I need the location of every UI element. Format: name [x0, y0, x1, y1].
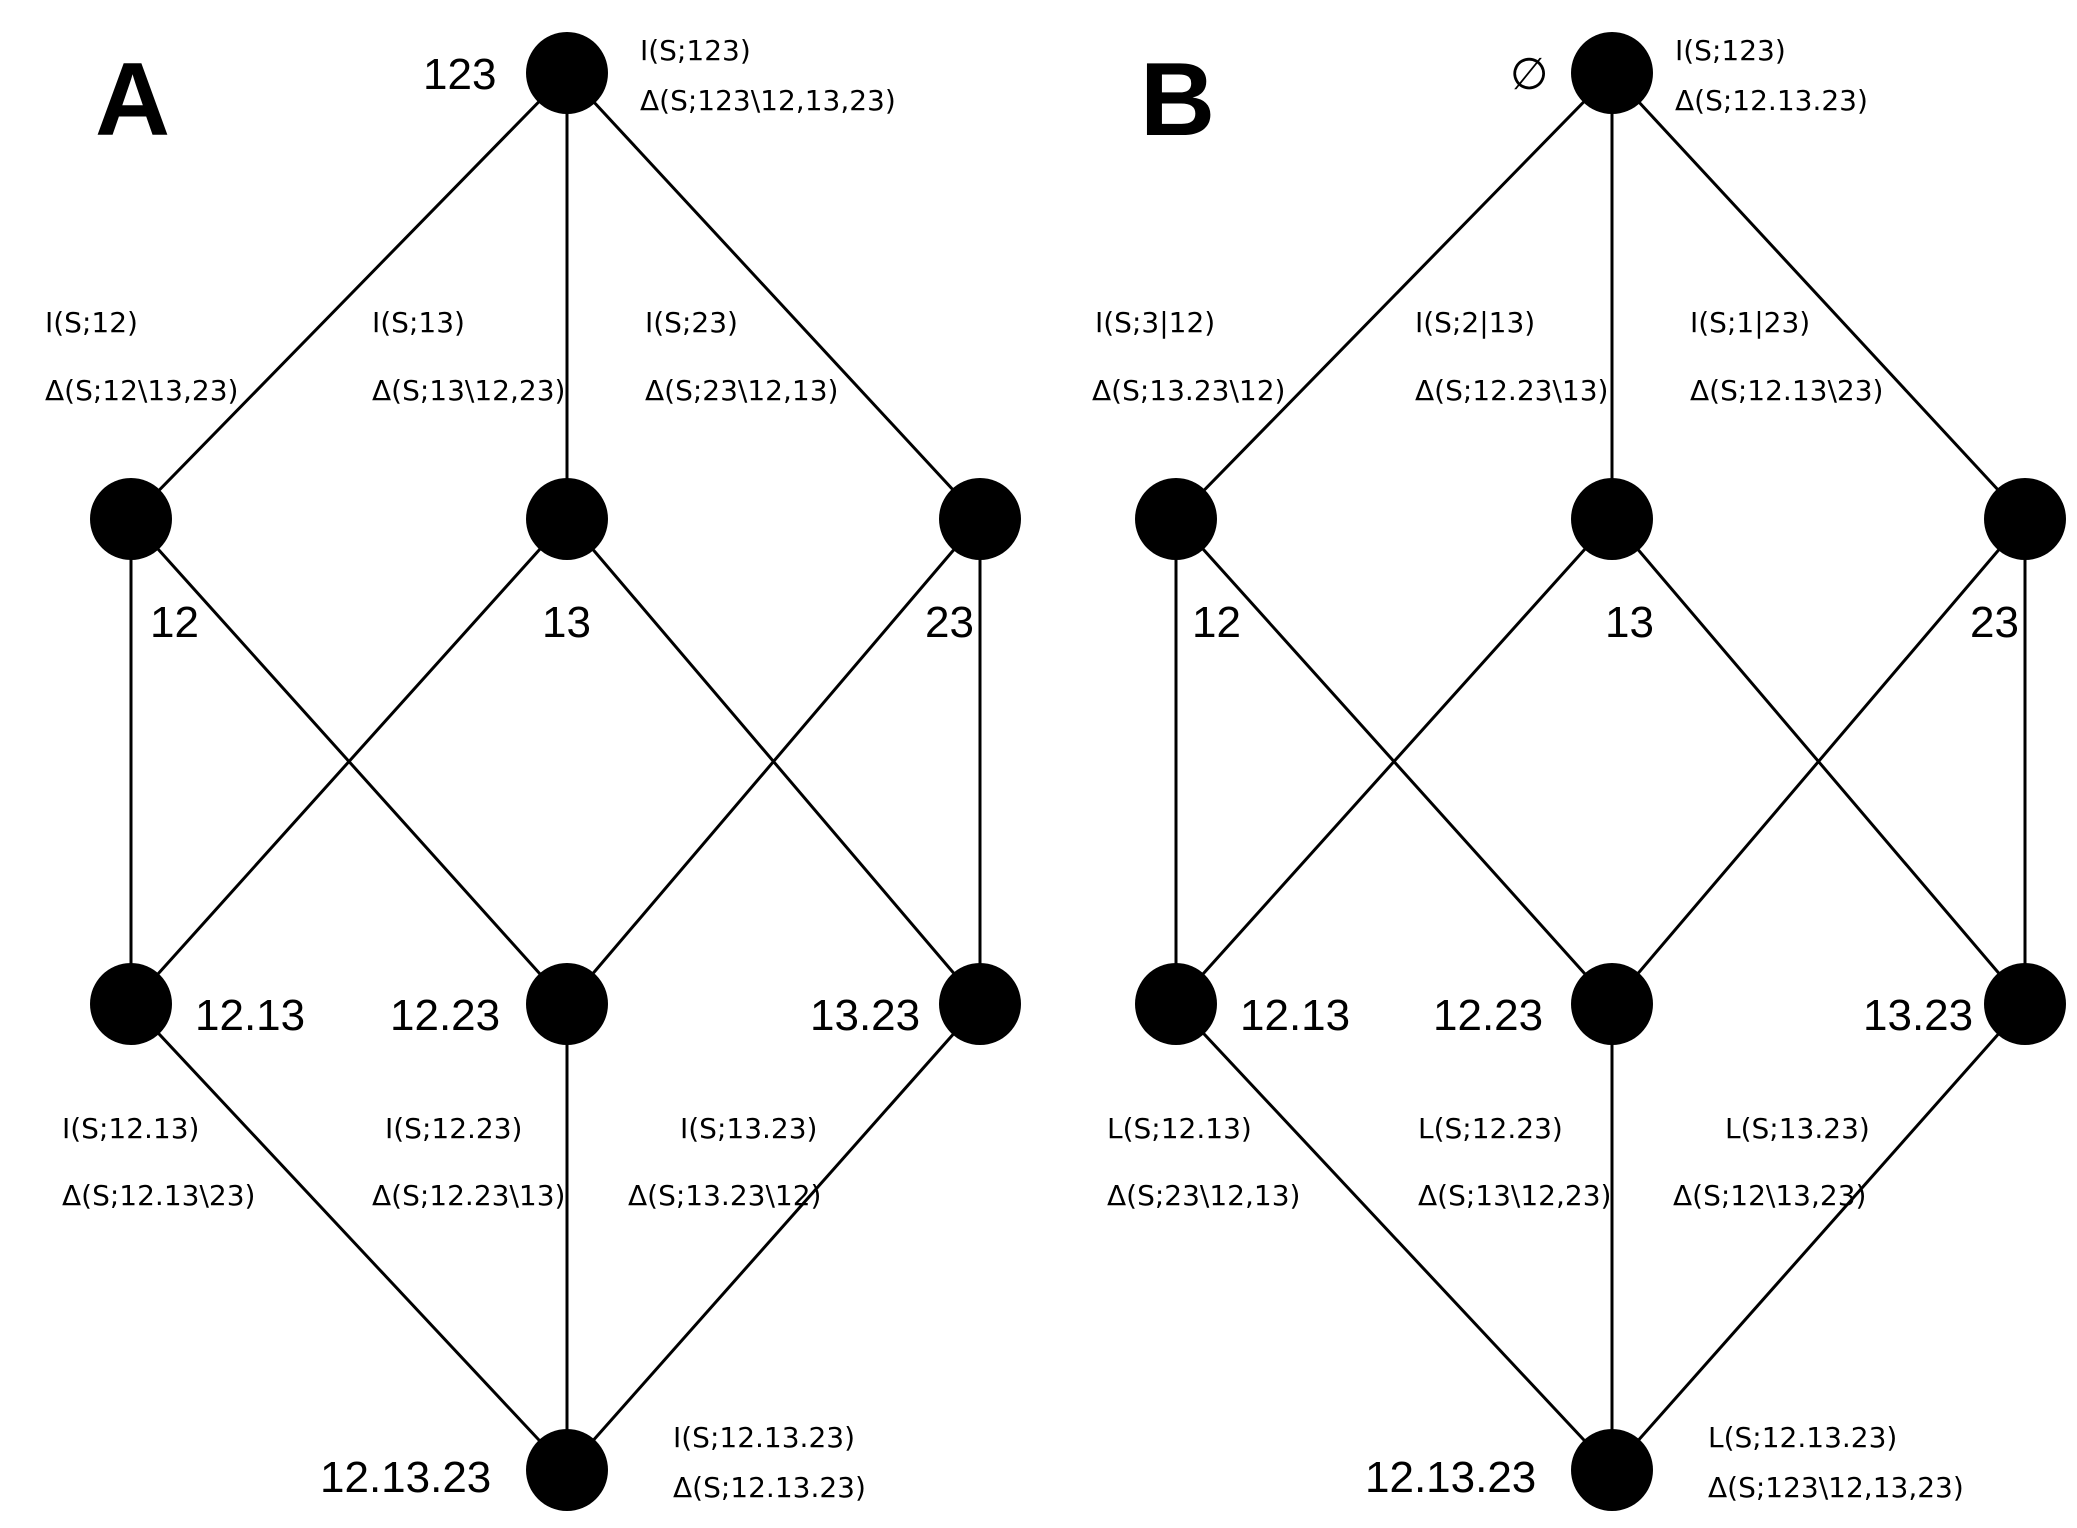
panel-a-nodes	[90, 32, 1021, 1511]
node-label-b-top: ∅	[1510, 50, 1548, 99]
ann-b-e1323-1: L(S;13.23)	[1725, 1112, 1870, 1145]
edge-a-1213-bottom	[129, 1002, 569, 1472]
ann-a-e1323-2: Δ(S;13.23\12)	[628, 1179, 821, 1212]
node-a-1323	[939, 963, 1021, 1045]
panel-a-edges	[129, 71, 982, 1472]
ann-b-e12-2: Δ(S;13.23\12)	[1092, 374, 1285, 407]
node-label-a-1223: 12.23	[390, 991, 500, 1040]
ann-a-top-1: I(S;123)	[640, 34, 751, 67]
ann-a-e1213-2: Δ(S;12.13\23)	[62, 1179, 255, 1212]
ann-a-e23-1: I(S;23)	[645, 306, 738, 339]
node-a-1223	[526, 963, 608, 1045]
node-a-12	[90, 478, 172, 560]
ann-b-top-2: Δ(S;12.13.23)	[1675, 84, 1868, 117]
edge-b-1323-bottom	[1610, 1003, 2027, 1471]
node-label-b-bottom: 12.13.23	[1365, 1453, 1536, 1502]
ann-b-e1323-2: Δ(S;12\13,23)	[1673, 1179, 1866, 1212]
ann-a-e13-1: I(S;13)	[372, 306, 465, 339]
ann-a-bottom-1: I(S;12.13.23)	[673, 1421, 855, 1454]
edge-b-13-1213	[1174, 517, 1614, 1006]
panel-a-annotations: I(S;123) Δ(S;123\12,13,23) I(S;12) Δ(S;1…	[45, 34, 896, 1504]
node-label-b-12: 12	[1192, 598, 1241, 647]
edge-b-top-23	[1610, 71, 2027, 521]
node-a-bottom	[526, 1429, 608, 1511]
ann-a-e1223-2: Δ(S;12.23\13)	[372, 1179, 565, 1212]
node-label-b-23: 23	[1970, 598, 2019, 647]
edge-a-top-23	[565, 71, 982, 521]
node-label-a-23: 23	[925, 598, 974, 647]
node-b-top	[1571, 32, 1653, 114]
panel-b-nodes	[1135, 32, 2066, 1511]
node-label-b-1223: 12.23	[1433, 991, 1543, 1040]
node-b-bottom	[1571, 1429, 1653, 1511]
ann-b-top-1: I(S;123)	[1675, 34, 1786, 67]
edge-b-23-1223	[1610, 518, 2027, 1005]
node-b-23	[1984, 478, 2066, 560]
node-label-a-13: 13	[542, 598, 591, 647]
ann-b-e1213-2: Δ(S;23\12,13)	[1107, 1179, 1300, 1212]
edge-a-13-1213	[129, 517, 569, 1006]
ann-a-top-2: Δ(S;123\12,13,23)	[640, 84, 896, 117]
panel-a: A 123 12 13	[45, 32, 1021, 1511]
ann-a-e1213-1: I(S;12.13)	[62, 1112, 199, 1145]
ann-b-e1223-1: L(S;12.23)	[1418, 1112, 1563, 1145]
node-label-b-1213: 12.13	[1240, 991, 1350, 1040]
panel-b-node-labels: ∅ 12 13 23 12.13 12.23 13.23 12.13.23	[1192, 50, 2019, 1502]
node-a-1213	[90, 963, 172, 1045]
node-a-23	[939, 478, 1021, 560]
panel-letter-a: A	[95, 42, 170, 158]
panel-letter-b: B	[1140, 42, 1215, 158]
node-label-a-top: 123	[423, 50, 496, 99]
ann-a-e1323-1: I(S;13.23)	[680, 1112, 817, 1145]
panel-b: B ∅ 12 13	[1092, 32, 2066, 1511]
node-label-a-bottom: 12.13.23	[320, 1453, 491, 1502]
ann-a-e13-2: Δ(S;13\12,23)	[372, 374, 565, 407]
node-a-13	[526, 478, 608, 560]
node-label-b-1323: 13.23	[1863, 991, 1973, 1040]
ann-b-e1213-1: L(S;12.13)	[1107, 1112, 1252, 1145]
node-a-top	[526, 32, 608, 114]
edge-a-1323-bottom	[565, 1003, 982, 1471]
edge-b-top-12	[1174, 71, 1614, 521]
node-b-1213	[1135, 963, 1217, 1045]
ann-b-e13-2: Δ(S;12.23\13)	[1415, 374, 1608, 407]
node-label-a-1323: 13.23	[810, 991, 920, 1040]
node-label-a-12: 12	[150, 598, 199, 647]
ann-b-e23-2: Δ(S;12.13\23)	[1690, 374, 1883, 407]
node-b-1323	[1984, 963, 2066, 1045]
edge-a-23-1223	[565, 518, 982, 1005]
panel-b-edges	[1174, 71, 2027, 1472]
ann-b-e12-1: I(S;3|12)	[1095, 306, 1215, 339]
node-b-12	[1135, 478, 1217, 560]
ann-b-e23-1: I(S;1|23)	[1690, 306, 1810, 339]
node-b-1223	[1571, 963, 1653, 1045]
ann-b-bottom-1: L(S;12.13.23)	[1708, 1421, 1897, 1454]
ann-a-e12-2: Δ(S;12\13,23)	[45, 374, 238, 407]
edge-b-1213-bottom	[1174, 1002, 1614, 1472]
node-label-b-13: 13	[1605, 598, 1654, 647]
node-b-13	[1571, 478, 1653, 560]
node-label-a-1213: 12.13	[195, 991, 305, 1040]
ann-a-e1223-1: I(S;12.23)	[385, 1112, 522, 1145]
panel-a-node-labels: 123 12 13 23 12.13 12.23 13.23 12.13.23	[150, 50, 974, 1502]
ann-a-e23-2: Δ(S;23\12,13)	[645, 374, 838, 407]
ann-a-bottom-2: Δ(S;12.13.23)	[673, 1471, 866, 1504]
ann-a-e12-1: I(S;12)	[45, 306, 138, 339]
ann-b-e1223-2: Δ(S;13\12,23)	[1418, 1179, 1611, 1212]
ann-b-bottom-2: Δ(S;123\12,13,23)	[1708, 1471, 1964, 1504]
edge-a-top-12	[129, 71, 569, 521]
panel-b-annotations: I(S;123) Δ(S;12.13.23) I(S;3|12) Δ(S;13.…	[1092, 34, 1964, 1504]
ann-b-e13-1: I(S;2|13)	[1415, 306, 1535, 339]
